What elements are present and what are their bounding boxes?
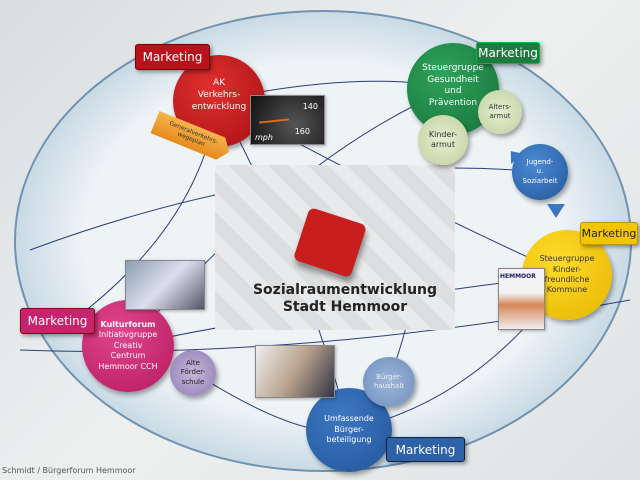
hemmoor-image: HEMMOOR xyxy=(498,268,545,330)
beteiligung-image xyxy=(255,345,335,398)
marketing-beteiligung: Marketing xyxy=(386,437,465,462)
node-text: Alte xyxy=(186,359,200,368)
title-line: Stadt Hemmoor xyxy=(282,298,408,315)
node-text: Umfassende xyxy=(324,414,374,424)
node-text: Kinder- xyxy=(428,129,458,139)
node-text: Centrum xyxy=(110,351,146,361)
node-text: Kinder- xyxy=(552,264,582,274)
node-text: Kommune xyxy=(546,285,588,295)
node-jugend: Jugend-u.Soziarbeit xyxy=(512,144,568,200)
node-text: beteiligung xyxy=(326,435,372,445)
marketing-verkehr: Marketing xyxy=(135,44,210,70)
footer-credit: Schmidt / Bürgerforum Hemmoor xyxy=(2,466,136,475)
node-text: Bürger- xyxy=(334,424,364,434)
node-text: Alters- xyxy=(488,102,512,111)
node-text: Steuergruppe xyxy=(422,63,484,73)
node-text: Förder- xyxy=(180,368,206,377)
node-text: Bürger- xyxy=(376,372,402,381)
node-text: Initiativgruppe xyxy=(98,330,158,340)
speed-label: 140 xyxy=(302,102,318,111)
node-text: Soziarbeit xyxy=(522,176,558,185)
node-text: Steuergruppe xyxy=(539,254,595,264)
arrow-down-icon xyxy=(547,204,565,218)
node-altersarmut: Alters-armut xyxy=(478,90,522,134)
node-text: u. xyxy=(536,167,544,176)
needle xyxy=(258,118,290,124)
marketing-gesundheit: Marketing xyxy=(476,42,540,64)
kulturforum-image xyxy=(125,260,205,310)
node-text: AK xyxy=(212,78,226,89)
node-text: armut xyxy=(489,112,511,120)
node-text: Creativ xyxy=(113,340,143,350)
node-text: und xyxy=(444,86,462,97)
node-text: armut xyxy=(430,140,456,149)
marketing-kinderfreundlich: Marketing xyxy=(580,222,638,245)
node-text: haushalt xyxy=(373,382,405,390)
center-title: Sozialraumentwicklung Stadt Hemmoor xyxy=(245,282,445,316)
node-text: Hemmoor CCH xyxy=(98,361,158,371)
image-text: HEMMOOR xyxy=(500,273,536,280)
speed-label: mph xyxy=(255,133,273,142)
node-kinderarmut: Kinder-armut xyxy=(418,115,468,165)
speed-label: 160 xyxy=(294,127,310,136)
node-text: freundliche xyxy=(544,275,590,284)
speedometer-image: 140 160 mph xyxy=(250,95,325,145)
title-line: Sozialraumentwicklung xyxy=(252,282,438,298)
node-text: Kulturforum xyxy=(100,320,156,330)
node-buergerhaushalt: Bürger-haushalt xyxy=(363,357,415,407)
node-text: entwicklung xyxy=(191,101,247,112)
node-text: Prävention xyxy=(428,98,478,109)
node-text: Gesundheit xyxy=(427,74,479,85)
marketing-kulturforum: Marketing xyxy=(20,308,95,334)
node-text: Jugend- xyxy=(526,158,554,167)
node-text: schule xyxy=(181,377,205,386)
node-text: Verkehrs- xyxy=(197,90,241,101)
